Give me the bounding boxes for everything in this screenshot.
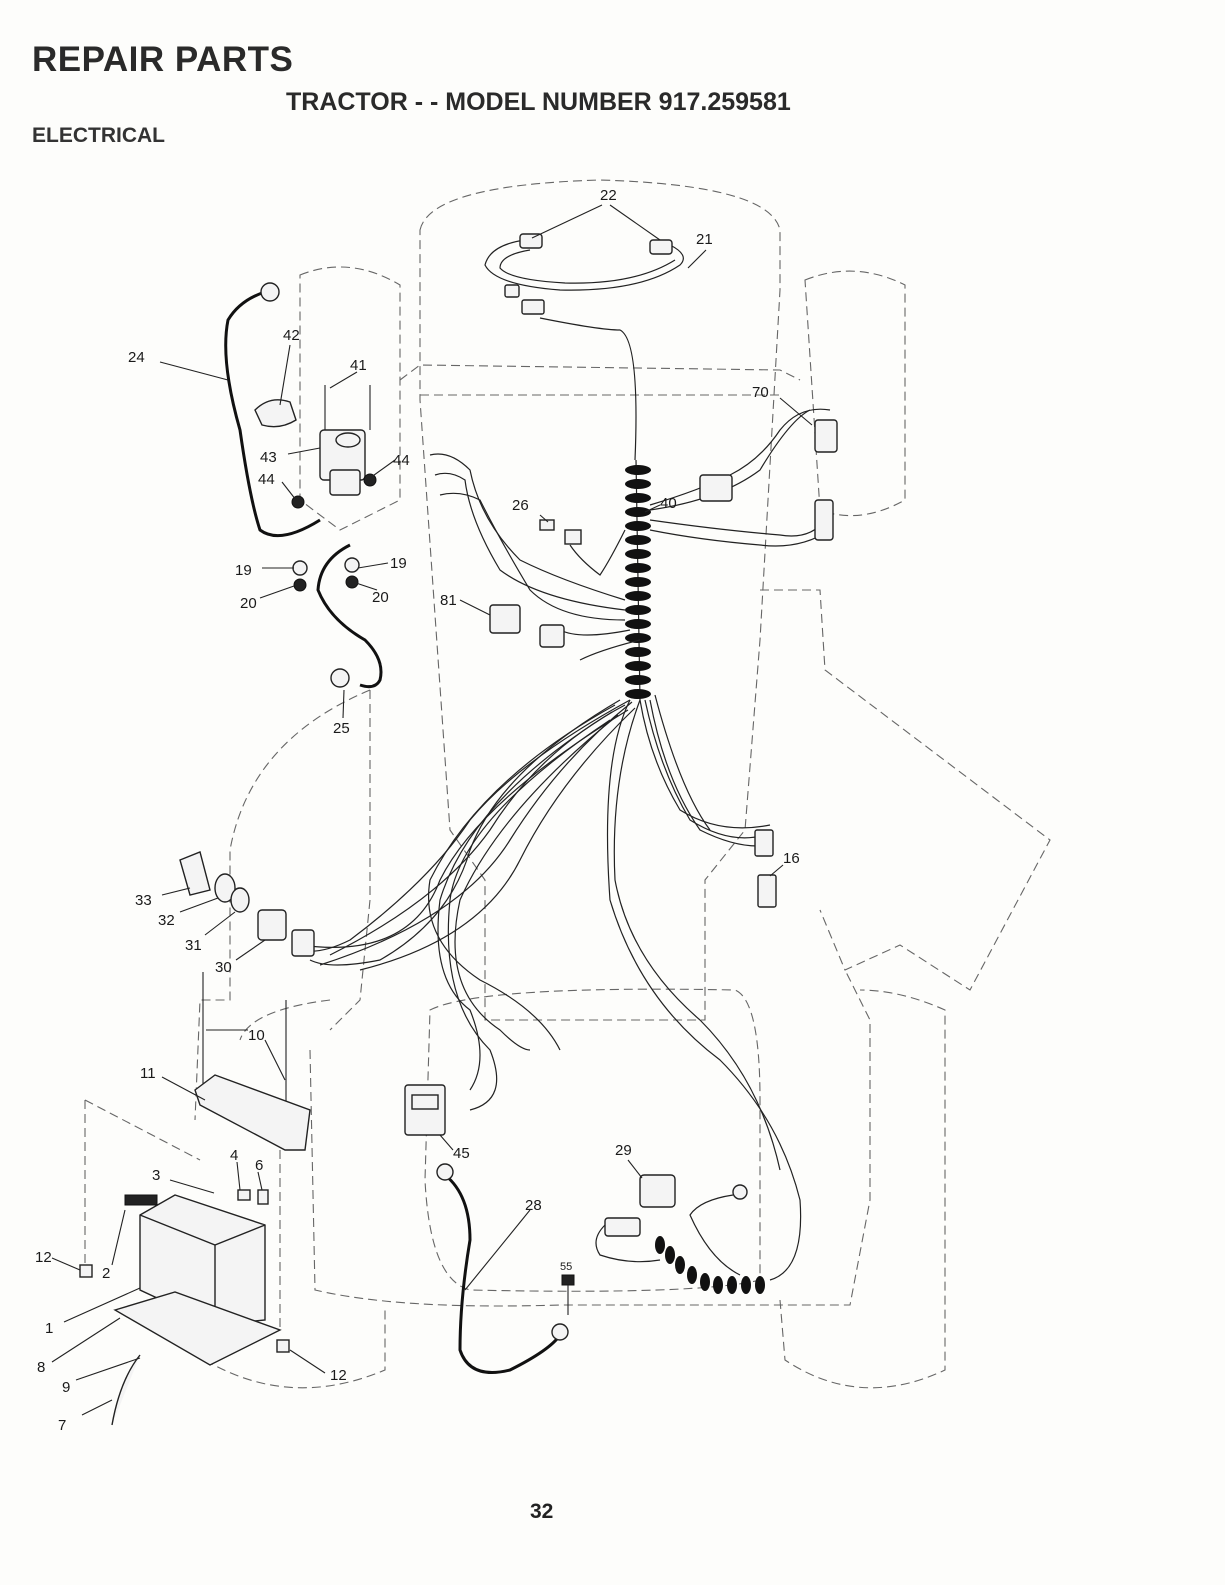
callout: 2 [102,1265,110,1282]
connector-70 [700,420,837,540]
battery [80,1190,289,1425]
callout: 55 [560,1261,572,1273]
callout: 24 [128,349,145,366]
callout: 42 [283,327,300,344]
callout: 43 [260,449,277,466]
callout: 19 [235,562,252,579]
callout: 1 [45,1320,53,1337]
callout: 70 [752,384,769,401]
callout: 6 [255,1157,263,1174]
headlight-harness [485,234,683,460]
battery-hold-down [195,972,310,1150]
callout: 11 [140,1065,156,1082]
callout: 3 [152,1167,160,1184]
callout: 12 [330,1367,347,1384]
battery-cables [226,283,568,1373]
callout: 30 [215,959,232,976]
callout: 40 [660,495,677,512]
callout: 33 [135,892,152,909]
callout: 41 [350,357,367,374]
page-number: 32 [530,1500,553,1524]
callout: 9 [62,1379,70,1396]
callout: 22 [600,187,617,204]
callout: 44 [258,471,275,488]
callout: 8 [37,1359,45,1376]
callout: 44 [393,452,410,469]
callout: 32 [158,912,175,929]
bolt-55 [562,1275,574,1315]
callout: 29 [615,1142,632,1159]
callout: 21 [696,231,713,248]
hour-meter [405,1085,445,1135]
callout: 19 [390,555,407,572]
connector-16 [755,830,776,907]
callout: 16 [783,850,800,867]
callout: 20 [372,589,389,606]
callout: 31 [185,937,202,954]
callout: 4 [230,1147,238,1164]
callout: 25 [333,720,350,737]
fuse-26 [540,520,581,544]
callout: 10 [248,1027,265,1044]
callout: 7 [58,1417,66,1434]
callout: 45 [453,1145,470,1162]
callout: 20 [240,595,257,612]
seat-switch [596,1175,765,1294]
callout: 12 [35,1249,52,1266]
relay-81 [490,605,564,647]
main-harness-coil [625,460,651,700]
callout: 26 [512,497,529,514]
callout: 28 [525,1197,542,1214]
starter-solenoid [255,385,376,508]
callout: 81 [440,592,457,609]
